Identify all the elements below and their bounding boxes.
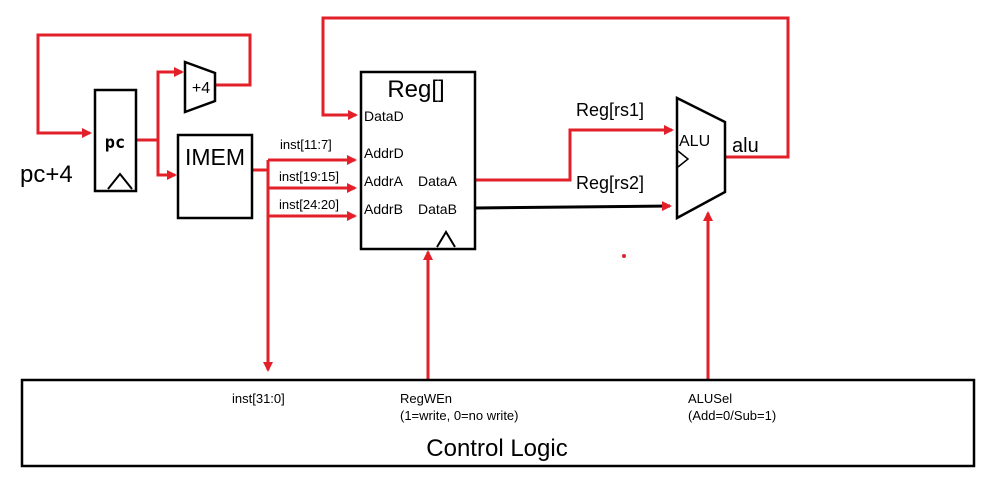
control-logic-label: Control Logic [426,435,567,462]
wire-rs1 [475,125,674,182]
inst-19-15-label: inst[19:15] [279,169,339,184]
clock-icon [436,230,456,248]
port-addr-a: AddrA [364,173,404,189]
clock-icon [107,172,133,190]
alusel-desc: (Add=0/Sub=1) [688,408,776,423]
imem-label: IMEM [185,144,245,170]
pc-register: pc [93,88,138,193]
port-data-d: DataD [364,108,404,124]
port-data-b: DataB [418,201,457,217]
wire-pc-to-imem [156,140,177,180]
register-file: Reg[] DataD AddrD AddrA AddrB DataA Data… [359,70,477,251]
wire-pc-feedback [36,33,252,138]
adder-block: +4 [183,60,217,114]
stray-dot [622,254,626,258]
port-addr-b: AddrB [364,201,403,217]
inst-31-0-label: inst[31:0] [232,391,285,406]
port-addr-d: AddrD [364,145,404,161]
reg-rs2-label: Reg[rs2] [576,173,644,193]
port-data-a: DataA [418,173,458,189]
pc-plus-4-label: pc+4 [20,161,73,188]
alu-output-label: alu [732,135,759,157]
inst-11-7-label: inst[11:7] [280,137,332,152]
reg-rs1-label: Reg[rs1] [576,100,644,120]
wire-rs2 [474,201,672,212]
adder-label: +4 [192,80,210,97]
control-logic-block: Control Logic inst[31:0] RegWEn (1=write… [20,378,976,468]
alu-label: ALU [679,133,710,150]
clock-icon [677,150,690,168]
wires [36,16,790,380]
reg-title: Reg[] [387,76,444,103]
wire-alu-feedback [321,16,790,159]
wire-pc-to-adder [136,67,184,142]
regwen-desc: (1=write, 0=no write) [400,408,519,423]
pc-label: pc [105,133,125,153]
inst-24-20-label: inst[24:20] [279,197,339,212]
alu-block: ALU [675,95,727,221]
imem-block: IMEM [176,133,254,220]
alusel-label: ALUSel [688,391,732,406]
regwen-label: RegWEn [400,391,452,406]
